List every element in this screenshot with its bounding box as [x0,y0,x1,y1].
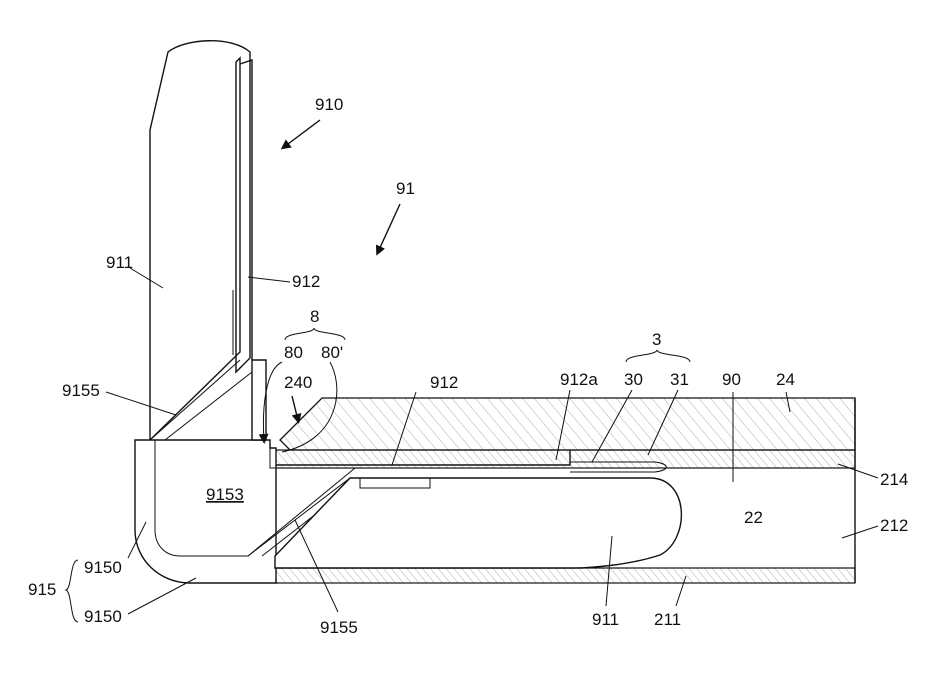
label-9150-b: 9150 [84,607,122,626]
layer-24-cover [280,398,855,450]
label-211: 211 [654,610,681,629]
label-912a: 912a [560,370,598,389]
cushion-911-vertical [150,41,250,440]
label-240: 240 [284,373,312,392]
leader-9150-b [128,578,196,614]
leader-214 [838,464,878,478]
brace-915 [66,560,78,622]
label-91: 91 [396,179,415,198]
label-912-mid: 912 [430,373,458,392]
label-3: 3 [652,330,661,349]
arrow-240 [292,396,298,420]
leader-212 [842,526,878,538]
leader-912-top [248,277,290,282]
label-9155-left: 9155 [62,381,100,400]
layer-211-substrate [275,568,855,583]
label-911-bottom: 911 [592,610,619,629]
brace-3 [626,350,690,362]
label-80: 80 [284,343,303,362]
label-212: 212 [880,516,908,535]
label-31: 31 [670,370,689,389]
frame-9150 [135,440,276,583]
label-912-top: 912 [292,272,320,291]
brace-8 [285,328,345,340]
label-80-prime: 80' [321,343,343,362]
arrow-910 [284,120,320,147]
label-22: 22 [744,508,763,527]
label-9150-a: 9150 [84,558,122,577]
label-90: 90 [722,370,741,389]
label-24: 24 [776,370,795,389]
label-30: 30 [624,370,643,389]
cushion-911-horizontal [275,478,681,568]
label-915: 915 [28,580,56,599]
arrow-91 [378,204,400,252]
label-9153: 9153 [206,485,244,504]
label-214: 214 [880,470,908,489]
label-8: 8 [310,307,319,326]
label-910: 910 [315,95,343,114]
label-911-top: 911 [106,253,133,272]
label-9155-bottom: 9155 [320,618,358,637]
